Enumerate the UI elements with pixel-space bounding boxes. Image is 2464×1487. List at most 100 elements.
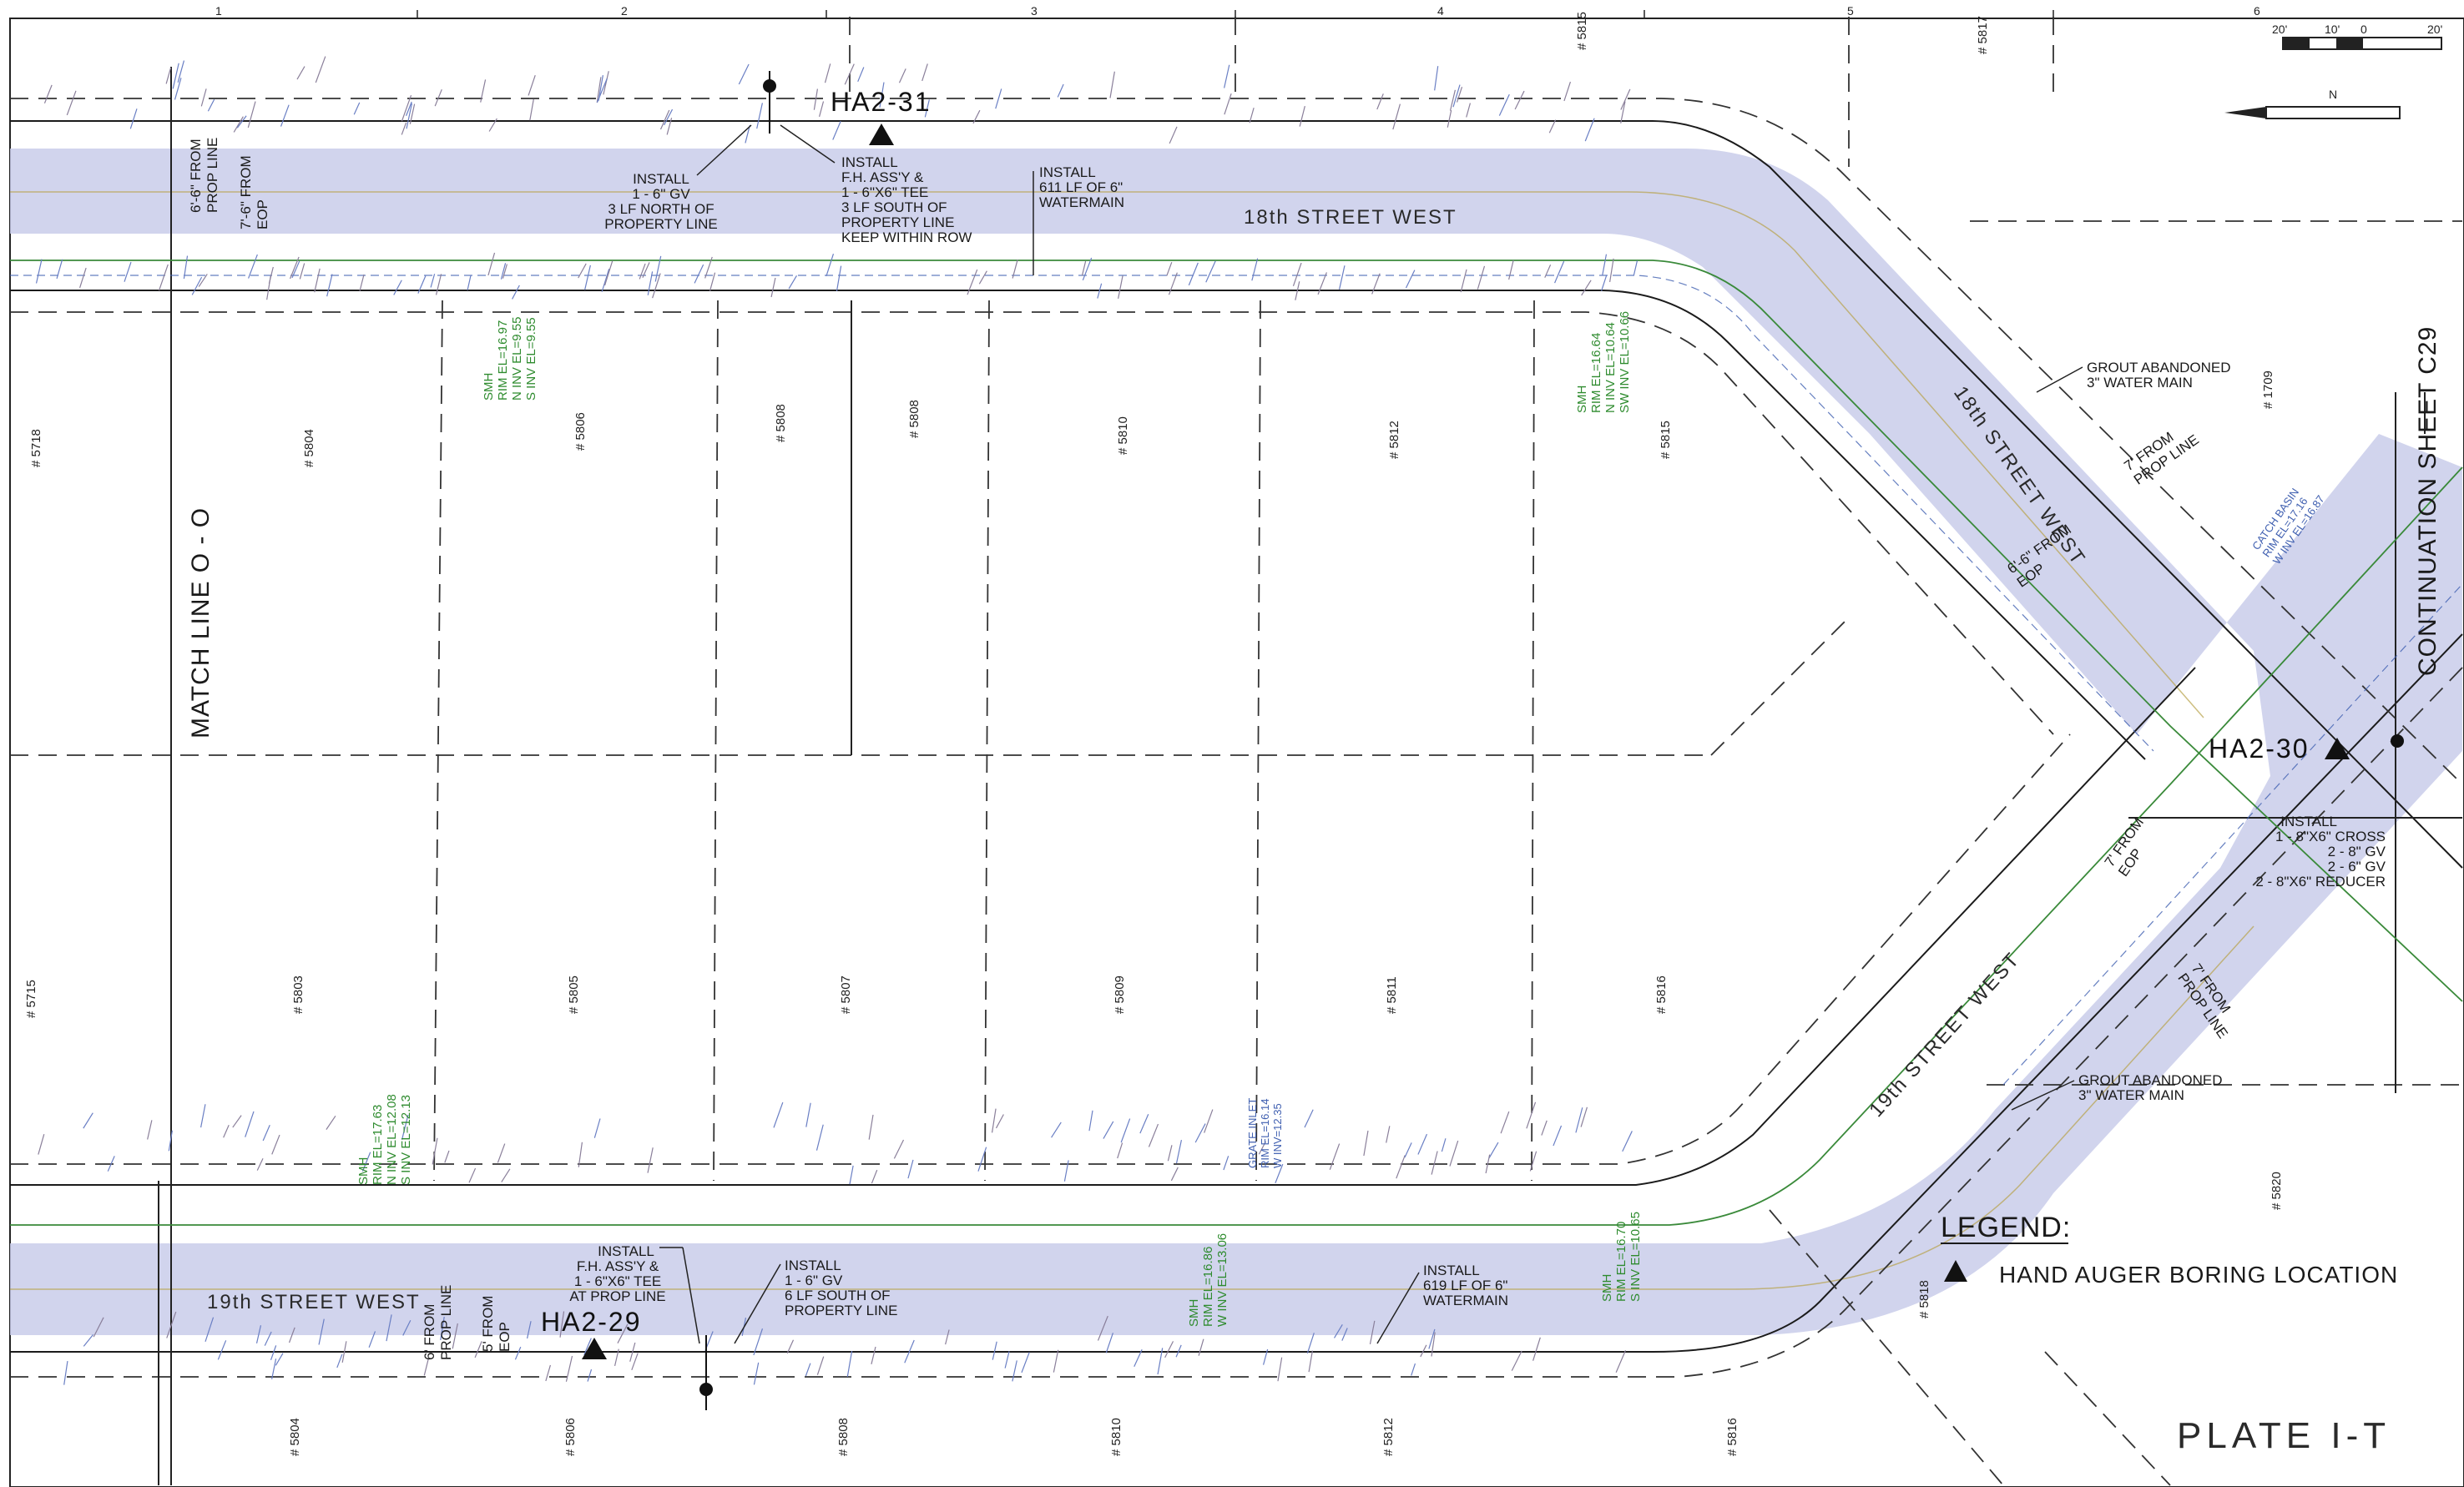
survey-annotation-mark (1021, 1352, 1030, 1374)
survey-annotation-mark (432, 1137, 438, 1165)
water-main (10, 260, 2463, 1226)
survey-annotation-mark (1431, 1151, 1438, 1175)
north-arrow-icon: N (2224, 88, 2401, 119)
survey-annotation-mark (849, 1165, 854, 1185)
survey-annotation-mark (444, 1150, 450, 1163)
survey-annotation-mark (270, 1345, 277, 1360)
svg-text:# 5815: # 5815 (1659, 421, 1673, 459)
survey-annotation-mark (1329, 1143, 1341, 1170)
survey-annotation-mark (474, 1341, 482, 1358)
survey-annotation-mark (296, 66, 305, 80)
survey-annotation-mark (584, 265, 591, 290)
survey-annotation-mark (299, 263, 305, 280)
survey-annotation-mark (236, 115, 247, 129)
survey-annotation-mark (326, 274, 333, 297)
survey-annotation-mark (361, 1152, 371, 1172)
survey-annotation-mark (805, 1363, 811, 1377)
svg-text:# 5804: # 5804 (302, 429, 316, 467)
survey-annotation-mark (129, 108, 138, 129)
survey-annotation-mark (836, 265, 842, 292)
survey-annotation-mark (709, 272, 716, 291)
survey-annotation-mark (401, 94, 412, 122)
survey-annotation-mark (1306, 1333, 1315, 1353)
survey-annotation-mark (1376, 93, 1384, 110)
survey-annotation-mark (1431, 1332, 1436, 1357)
survey-annotation-mark (66, 90, 77, 116)
survey-annotation-mark (824, 63, 831, 83)
survey-annotation-mark (1428, 1328, 1436, 1349)
survey-annotation-mark (1097, 283, 1103, 299)
svg-text:# 1709: # 1709 (2261, 370, 2275, 409)
survey-annotation-mark (1175, 1344, 1182, 1358)
survey-annotation-mark (1194, 1123, 1206, 1143)
street-name-diagonal-lower: 19th STREET WEST (1865, 948, 2024, 1122)
survey-annotation-mark (1051, 1122, 1062, 1138)
survey-annotation-mark (1169, 126, 1178, 144)
svg-text:# 5806: # 5806 (563, 1418, 578, 1456)
survey-annotation-mark (545, 1364, 551, 1382)
survey-annotation-mark (1396, 1155, 1406, 1179)
survey-annotation-mark (271, 1134, 280, 1155)
triangle-icon (2325, 738, 2350, 759)
survey-annotation-mark (1563, 81, 1572, 102)
survey-annotation-mark (83, 1333, 94, 1347)
survey-annotation-mark (266, 275, 271, 300)
survey-annotation-mark (1417, 1133, 1428, 1155)
survey-annotation-mark (587, 1369, 593, 1382)
survey-annotation-mark (440, 1316, 445, 1341)
survey-annotation-mark (207, 98, 215, 112)
row-lines (10, 120, 2463, 1353)
svg-text:SMHRIM EL=16.97N INV EL=9.5: SMHRIM EL=16.97N INV EL=9.55S INV EL=9.5… (482, 317, 538, 401)
survey-annotation-mark (704, 256, 713, 279)
survey-annotation-mark (1369, 1320, 1376, 1345)
survey-annotation-mark (1544, 264, 1552, 278)
survey-annotation-mark (1411, 1363, 1416, 1376)
survey-annotation-mark (1057, 83, 1064, 98)
survey-annotation-mark (991, 1108, 997, 1133)
survey-annotation-mark (1134, 1348, 1143, 1367)
survey-annotation-mark (326, 1115, 336, 1130)
survey-annotation-mark (629, 1342, 636, 1362)
survey-annotation-mark (972, 109, 981, 124)
survey-annotation-mark (857, 67, 865, 83)
survey-annotation-mark (596, 78, 608, 103)
survey-annotation-mark (198, 274, 208, 287)
survey-annotation-mark (1262, 1348, 1269, 1365)
scale-label: 10' (2325, 23, 2340, 36)
triangle-icon (1944, 1260, 1967, 1282)
survey-annotation-mark (1109, 71, 1115, 98)
grid-number: 6 (2254, 4, 2260, 18)
svg-text:SMHRIM EL=17.63N INV EL=12.: SMHRIM EL=17.63N INV EL=12.08S INV EL=12… (356, 1094, 413, 1185)
survey-annotation-mark (1609, 258, 1614, 283)
survey-annotation-mark (233, 116, 244, 133)
survey-annotation-mark (177, 60, 185, 83)
survey-annotation-mark (255, 1325, 262, 1343)
survey-annotation-mark (565, 1355, 573, 1382)
survey-annotation-mark (174, 78, 182, 100)
scale-label: 0 (2360, 23, 2367, 36)
survey-annotation-mark (468, 1167, 477, 1183)
survey-annotation-mark (191, 276, 203, 295)
survey-annotation-mark (1295, 281, 1300, 300)
survey-annotation-mark (1633, 260, 1638, 276)
scale-bar: 20' 10' 0 20' (2272, 23, 2442, 50)
survey-annotation-mark (271, 1358, 277, 1379)
survey-annotation-mark (1526, 1101, 1537, 1129)
survey-annotation-mark (773, 1101, 784, 1128)
boring-label: HA2-31 (831, 87, 932, 117)
survey-annotation-mark (659, 109, 670, 130)
survey-annotation-mark (423, 1358, 429, 1376)
survey-annotation-mark (63, 1360, 68, 1385)
survey-annotation-mark (38, 1134, 45, 1155)
survey-annotation-mark (559, 1311, 565, 1338)
survey-annotation-mark (497, 1143, 506, 1163)
survey-annotation-mark (406, 101, 412, 116)
legend: LEGEND: HAND AUGER BORING LOCATION (1941, 1212, 2397, 1288)
survey-annotation-mark (341, 1341, 347, 1364)
svg-text:# 5810: # 5810 (1109, 1418, 1123, 1456)
survey-annotation-mark (596, 77, 602, 103)
